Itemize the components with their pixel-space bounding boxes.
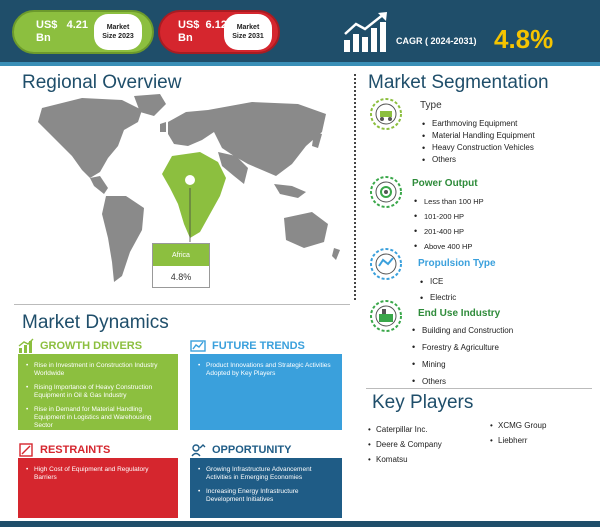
list-item: Liebherr [490, 433, 546, 448]
list-item: Caterpillar Inc. [368, 422, 442, 437]
list-item: Others [422, 154, 535, 166]
list-item: Above 400 HP [414, 239, 484, 254]
list-item: Increasing Energy Infrastructure Develop… [198, 488, 336, 504]
list-item: Product Innovations and Strategic Activi… [198, 362, 336, 378]
list-item: Heavy Construction Vehicles [422, 142, 535, 154]
restraints-title: RESTRAINTS [40, 444, 111, 456]
list-item: High Cost of Equipment and Regulatory Ba… [26, 466, 172, 482]
restraints-card: High Cost of Equipment and Regulatory Ba… [18, 458, 178, 518]
type-segment-icon [370, 98, 402, 130]
world-map [38, 94, 340, 282]
restraints-icon [19, 443, 33, 457]
future-trends-title: FUTURE TRENDS [212, 340, 305, 352]
opportunity-icon [191, 444, 206, 457]
list-item: Growing Infrastructure Advancement Activ… [198, 466, 336, 482]
end-use-industry-icon [370, 300, 402, 332]
cagr-value: 4.8% [494, 24, 554, 54]
market-size-2023-value: US$ 4.21 Bn [36, 19, 88, 44]
growth-drivers-card: Rise in Investment in Construction Indus… [18, 354, 178, 430]
list-item: XCMG Group [490, 418, 546, 433]
list-item: Forestry & Agriculture [412, 339, 513, 356]
list-item: Rise in Demand for Material Handling Equ… [26, 406, 172, 430]
growth-drivers-title: GROWTH DRIVERS [40, 340, 143, 352]
growth-drivers-header: GROWTH DRIVERS [18, 338, 142, 354]
list-item: Deere & Company [368, 437, 442, 452]
end-use-industry-list: Building and Construction Forestry & Agr… [412, 322, 513, 390]
list-item: Rise in Investment in Construction Indus… [26, 362, 172, 378]
end-use-industry-title: End Use Industry [418, 308, 501, 319]
list-item: Electric [420, 290, 456, 306]
opportunity-header: OPPORTUNITY [190, 442, 291, 458]
horizontal-divider-left [14, 304, 350, 305]
propulsion-type-icon [370, 248, 402, 280]
list-item: Building and Construction [412, 322, 513, 339]
africa-region-shape [162, 152, 226, 238]
power-output-icon [370, 176, 402, 208]
power-output-title: Power Output [412, 178, 478, 189]
africa-label: Africa [153, 244, 209, 266]
list-item: Komatsu [368, 452, 442, 467]
market-dynamics-title: Market Dynamics [22, 312, 169, 333]
key-players-column-1: Caterpillar Inc. Deere & Company Komatsu [368, 422, 442, 467]
opportunity-title: OPPORTUNITY [212, 444, 292, 456]
future-trends-card: Product Innovations and Strategic Activi… [190, 354, 342, 430]
regional-overview-title: Regional Overview [22, 72, 182, 93]
africa-value: 4.8% [170, 271, 192, 282]
market-size-2031-value: US$ 6.12 Bn [178, 19, 227, 44]
propulsion-type-list: ICE Electric [420, 274, 456, 306]
list-item: Less than 100 HP [414, 194, 484, 209]
list-item: Rising Importance of Heavy Construction … [26, 384, 172, 400]
future-trends-header: FUTURE TRENDS [190, 338, 305, 354]
opportunity-card: Growing Infrastructure Advancement Activ… [190, 458, 342, 518]
restraints-header: RESTRAINTS [18, 442, 110, 458]
horizontal-divider-right [366, 388, 592, 389]
propulsion-type-title: Propulsion Type [418, 258, 496, 269]
africa-callout: Africa 4.8% [152, 243, 210, 288]
type-list: Earthmoving Equipment Material Handling … [422, 118, 535, 166]
power-output-list: Less than 100 HP 101-200 HP 201-400 HP A… [414, 194, 484, 254]
list-item: Mining [412, 356, 513, 373]
type-title: Type [420, 100, 442, 111]
list-item: Material Handling Equipment [422, 130, 535, 142]
key-players-column-2: XCMG Group Liebherr [490, 418, 546, 448]
list-item: ICE [420, 274, 456, 290]
growth-drivers-icon [18, 338, 34, 353]
cagr-label: CAGR ( 2024-2031) [396, 36, 477, 46]
future-trends-icon [190, 340, 206, 352]
market-segmentation-title: Market Segmentation [368, 72, 549, 93]
footer-bar [0, 521, 600, 527]
growth-chart-icon [344, 12, 387, 52]
list-item: Others [412, 373, 513, 390]
list-item: Earthmoving Equipment [422, 118, 535, 130]
list-item: 201-400 HP [414, 224, 484, 239]
list-item: 101-200 HP [414, 209, 484, 224]
key-players-title: Key Players [372, 392, 474, 413]
vertical-divider [354, 74, 356, 300]
